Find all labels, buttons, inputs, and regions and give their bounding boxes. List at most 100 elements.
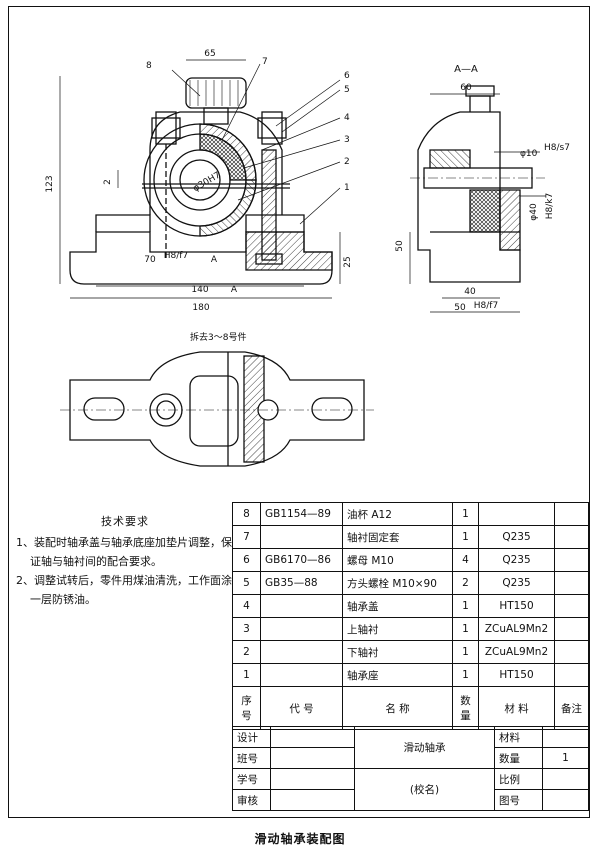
side-view-labels: A—A 60 φ10 H8/s7 H8/k7 φ40 50 40 50 H8/f… <box>395 64 570 313</box>
bom-cell-code: GB35—88 <box>260 571 343 595</box>
tb-review-value[interactable] <box>270 789 355 811</box>
bom-cell-note <box>554 640 589 664</box>
bom-cell-note <box>554 594 589 618</box>
tech-item-2: 2、调整试转后，零件用煤油清洗，工作面涂一层防锈油。 <box>16 574 232 606</box>
bom-cell-qty: 1 <box>452 594 479 618</box>
dim-50b: 50 <box>454 303 466 313</box>
dim-65: 65 <box>204 49 215 59</box>
tb-class-value[interactable] <box>270 747 355 769</box>
dim-60: 60 <box>460 83 472 93</box>
tb-design-label: 设计 <box>232 726 271 748</box>
bom-cell-no: 4 <box>232 594 261 618</box>
tech-item-1: 1、装配时轴承盖与轴承底座加垫片调整，保证轴与轴衬间的配合要求。 <box>16 536 232 568</box>
bom-cell-name: 下轴衬 <box>342 640 453 664</box>
tb-student-value[interactable] <box>270 768 355 790</box>
dim-123: 123 <box>45 175 55 192</box>
dim-25: 25 <box>343 256 353 267</box>
dim-phi10: φ10 <box>520 149 538 159</box>
bom-header-name: 名 称 <box>342 686 453 730</box>
bom-cell-qty: 1 <box>452 502 479 526</box>
dim-180: 180 <box>192 303 209 313</box>
drawing-sheet <box>8 6 590 818</box>
bom-cell-note <box>554 502 589 526</box>
tb-material-label: 材料 <box>494 726 543 748</box>
assembly-drawing: 65 180 140 123 25 2 φ30H7 70 H8/f7 A A 8… <box>45 49 570 467</box>
drawing-caption: 滑动轴承装配图 <box>254 832 346 846</box>
tb-material-value[interactable] <box>542 726 589 748</box>
part-ref-2: 2 <box>344 157 350 167</box>
bom-cell-name: 油杯 A12 <box>342 502 453 526</box>
tb-school: (校名) <box>354 768 495 811</box>
bom-cell-code <box>260 617 343 641</box>
tb-scale-value[interactable] <box>542 768 589 790</box>
tech-title: 技术要求 <box>101 515 149 528</box>
side-view <box>409 85 546 313</box>
tb-quantity-label: 数量 <box>494 747 543 769</box>
bom-cell-code <box>260 663 343 687</box>
part-ref-7: 7 <box>262 57 268 67</box>
bom-cell-code: GB6170—86 <box>260 548 343 572</box>
dim-phi30: φ30H7 <box>192 170 223 194</box>
bom-cell-qty: 4 <box>452 548 479 572</box>
bom-cell-qty: 1 <box>452 525 479 549</box>
bom-cell-mat: HT150 <box>478 663 555 687</box>
bom-cell-qty: 1 <box>452 640 479 664</box>
bom-cell-qty: 1 <box>452 663 479 687</box>
technical-requirements: 技术要求 1、装配时轴承盖与轴承底座加垫片调整，保证轴与轴衬间的配合要求。 2、… <box>16 512 234 609</box>
part-ref-5: 5 <box>344 85 350 95</box>
bom-cell-no: 6 <box>232 548 261 572</box>
bom-cell-mat: ZCuAL9Mn2 <box>478 640 555 664</box>
title-block: 设计 滑动轴承 材料 班号 数量 1 学号 (校名) 比例 审核 图号 <box>232 726 589 811</box>
bom-cell-name: 螺母 M10 <box>342 548 453 572</box>
bom-cell-no: 8 <box>232 502 261 526</box>
front-view <box>59 59 341 299</box>
part-ref-8: 8 <box>146 61 152 71</box>
bom-cell-name: 轴承盖 <box>342 594 453 618</box>
bom-cell-name: 上轴衬 <box>342 617 453 641</box>
part-ref-4: 4 <box>344 113 350 123</box>
bom-cell-mat <box>478 502 555 526</box>
bom-header-row: 序 号代 号名 称数 量材 料备注 <box>232 686 589 730</box>
tb-quantity-value: 1 <box>542 747 589 769</box>
tb-review-label: 审核 <box>232 789 271 811</box>
dim-h8f7b: H8/f7 <box>474 301 498 311</box>
tb-drawing-no-value[interactable] <box>542 789 589 811</box>
section-mark-left: A <box>211 255 218 265</box>
tb-scale-label: 比例 <box>494 768 543 790</box>
bom-cell-name: 方头螺栓 M10×90 <box>342 571 453 595</box>
top-view: 拆去3～8号件 <box>60 331 374 467</box>
dim-phi40: φ40 <box>529 203 539 221</box>
bom-cell-code <box>260 525 343 549</box>
bom-cell-no: 1 <box>232 663 261 687</box>
bom-header-qty: 数 量 <box>452 686 479 730</box>
bom-cell-note <box>554 663 589 687</box>
part-ref-1: 1 <box>344 183 350 193</box>
bom-header-code: 代 号 <box>260 686 343 730</box>
bom-cell-mat: HT150 <box>478 594 555 618</box>
dim-140: 140 <box>191 285 208 295</box>
tb-drawing-name: 滑动轴承 <box>354 726 495 769</box>
dim-h8k7: H8/k7 <box>545 193 555 219</box>
dim-h8s7: H8/s7 <box>544 143 570 153</box>
tb-design-value[interactable] <box>270 726 355 748</box>
dim-40: 40 <box>464 287 476 297</box>
bom-cell-no: 3 <box>232 617 261 641</box>
dim-70: 70 <box>144 255 156 265</box>
removed-parts-note: 拆去3～8号件 <box>190 331 246 343</box>
bom-cell-code: GB1154—89 <box>260 502 343 526</box>
section-label: A—A <box>454 64 478 75</box>
bom-cell-note <box>554 617 589 641</box>
bom-cell-no: 2 <box>232 640 261 664</box>
bom-cell-code <box>260 640 343 664</box>
bom-cell-qty: 1 <box>452 617 479 641</box>
bom-cell-code <box>260 594 343 618</box>
bom-cell-name: 轴衬固定套 <box>342 525 453 549</box>
bom-cell-no: 7 <box>232 525 261 549</box>
